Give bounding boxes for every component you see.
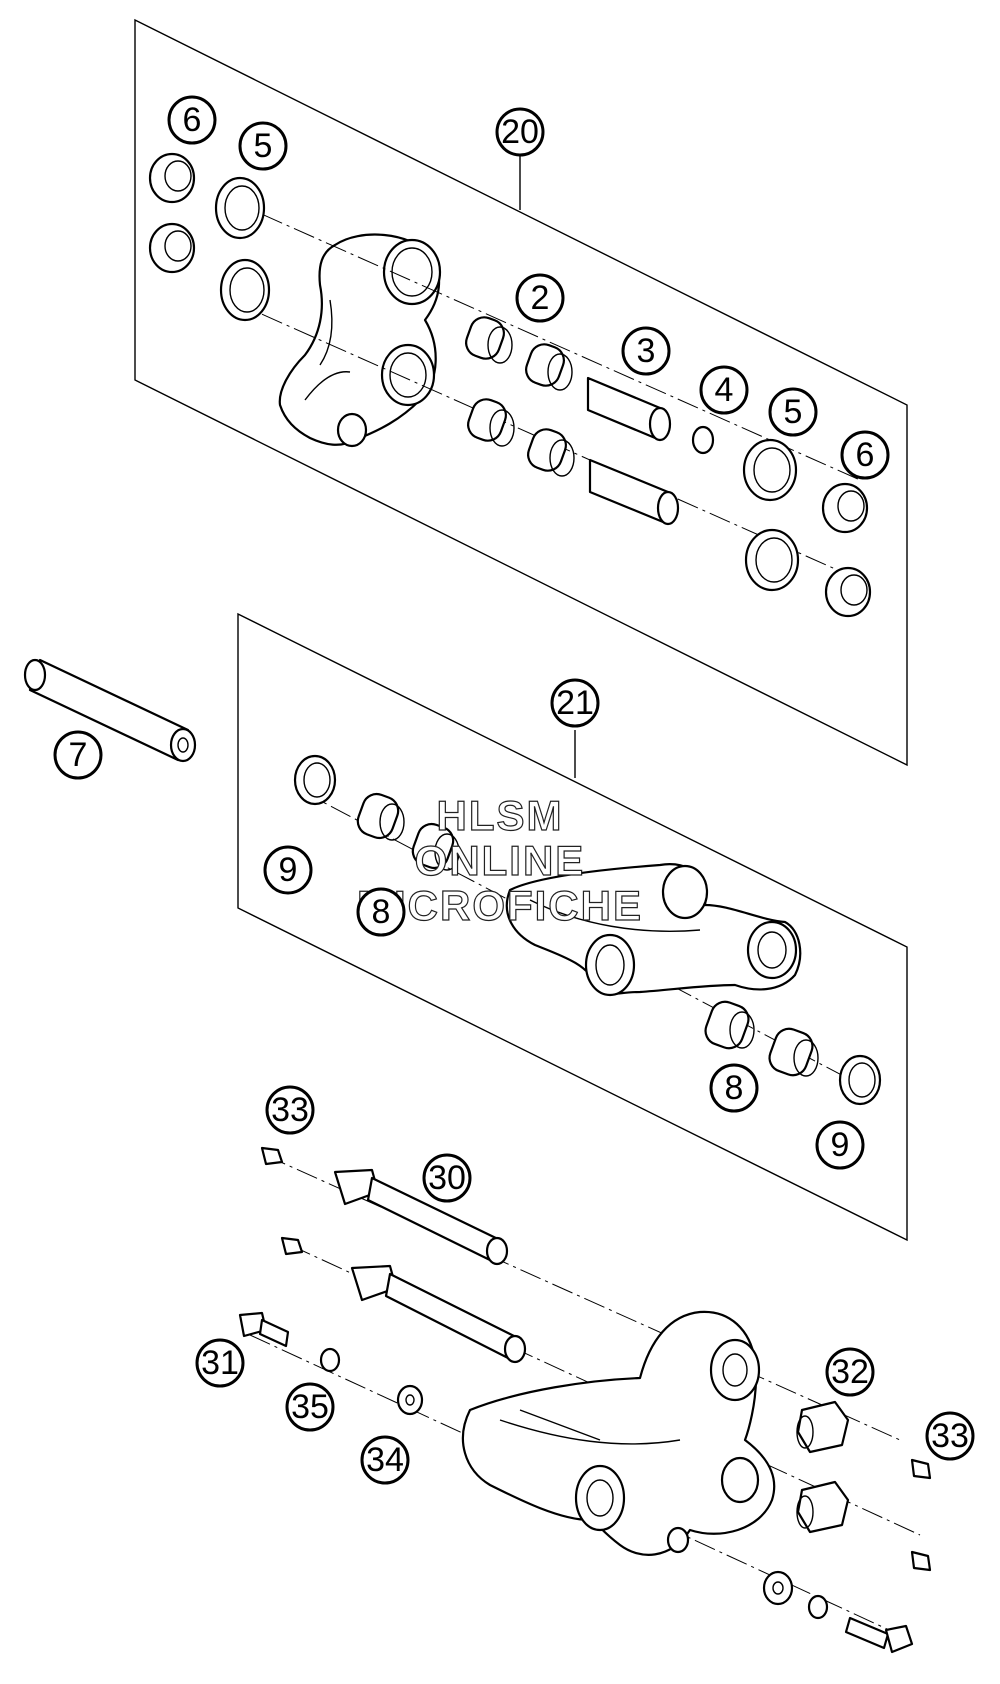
bearing-8-right (704, 1000, 819, 1077)
seal-5-right (742, 438, 800, 592)
nut-32 (796, 1400, 850, 1534)
seal-5-upper-left (214, 176, 271, 322)
assembly-21-frame (237, 612, 908, 1242)
callout-32: 32 (825, 1347, 875, 1397)
svg-text:8: 8 (372, 893, 391, 931)
callout-4: 4 (699, 365, 749, 415)
callout-35: 35 (285, 1382, 335, 1432)
watermark: HLSM ONLINE MICROFICHE (356, 791, 641, 929)
svg-text:31: 31 (201, 1344, 239, 1382)
callout-21: 21 (550, 678, 600, 728)
callout-8-left: 8 (356, 887, 406, 937)
callout-7: 7 (53, 730, 103, 780)
svg-text:9: 9 (831, 1126, 850, 1164)
ring-4 (691, 425, 715, 455)
sleeve-3 (586, 376, 680, 526)
seal-6-upper-left (148, 152, 196, 274)
svg-text:33: 33 (271, 1091, 309, 1129)
callout-9-left: 9 (263, 845, 313, 895)
svg-text:3: 3 (637, 332, 656, 370)
svg-text:8: 8 (725, 1069, 744, 1107)
svg-text:2: 2 (531, 279, 550, 317)
callout-9-right: 9 (815, 1120, 865, 1170)
svg-text:35: 35 (291, 1388, 329, 1426)
svg-text:34: 34 (366, 1441, 404, 1479)
svg-text:6: 6 (856, 436, 875, 474)
callout-33-left: 33 (265, 1085, 315, 1135)
callout-3: 3 (621, 326, 671, 376)
swingarm-link-assembly (461, 1310, 776, 1556)
svg-text:5: 5 (784, 393, 803, 431)
callout-34: 34 (360, 1435, 410, 1485)
seal-9-right (838, 1054, 882, 1106)
svg-text:9: 9 (279, 851, 298, 889)
axis-upper-a (229, 199, 861, 481)
callout-8-right: 8 (709, 1063, 759, 1113)
callout-20: 20 (495, 107, 545, 157)
watermark-line1: HLSM (437, 792, 564, 839)
washer-34 (396, 1384, 424, 1416)
svg-text:30: 30 (428, 1159, 466, 1197)
bearing-2 (465, 316, 575, 477)
svg-text:33: 33 (931, 1417, 969, 1455)
watermark-line2: ONLINE (415, 837, 586, 884)
callout-31: 31 (195, 1338, 245, 1388)
svg-text:32: 32 (831, 1353, 869, 1391)
washer-35 (319, 1347, 341, 1373)
bottom-hardware (762, 1570, 914, 1654)
seal-6-right (821, 482, 872, 618)
pin-7 (23, 658, 197, 763)
linkage-lever (278, 233, 442, 448)
svg-text:21: 21 (556, 684, 594, 722)
bearing-8-left (356, 792, 460, 871)
callout-5-right: 5 (768, 387, 818, 437)
callout-5-top-left: 5 (238, 121, 288, 171)
svg-text:4: 4 (715, 371, 734, 409)
screw-33-right (910, 1458, 932, 1572)
svg-text:6: 6 (183, 101, 202, 139)
bolt-30 (333, 1168, 527, 1364)
svg-text:7: 7 (69, 736, 88, 774)
callout-33-right: 33 (925, 1411, 975, 1461)
screw-33-left (260, 1146, 304, 1256)
callout-6-right: 6 (840, 430, 890, 480)
callout-6-top-left: 6 (167, 95, 217, 145)
link-21 (505, 863, 802, 997)
seal-9-left (293, 754, 337, 806)
bolt-31 (238, 1311, 290, 1348)
callout-30: 30 (422, 1153, 472, 1203)
assembly-20-frame (134, 18, 908, 767)
svg-text:20: 20 (501, 113, 539, 151)
svg-text:5: 5 (254, 127, 273, 165)
callout-2: 2 (515, 273, 565, 323)
